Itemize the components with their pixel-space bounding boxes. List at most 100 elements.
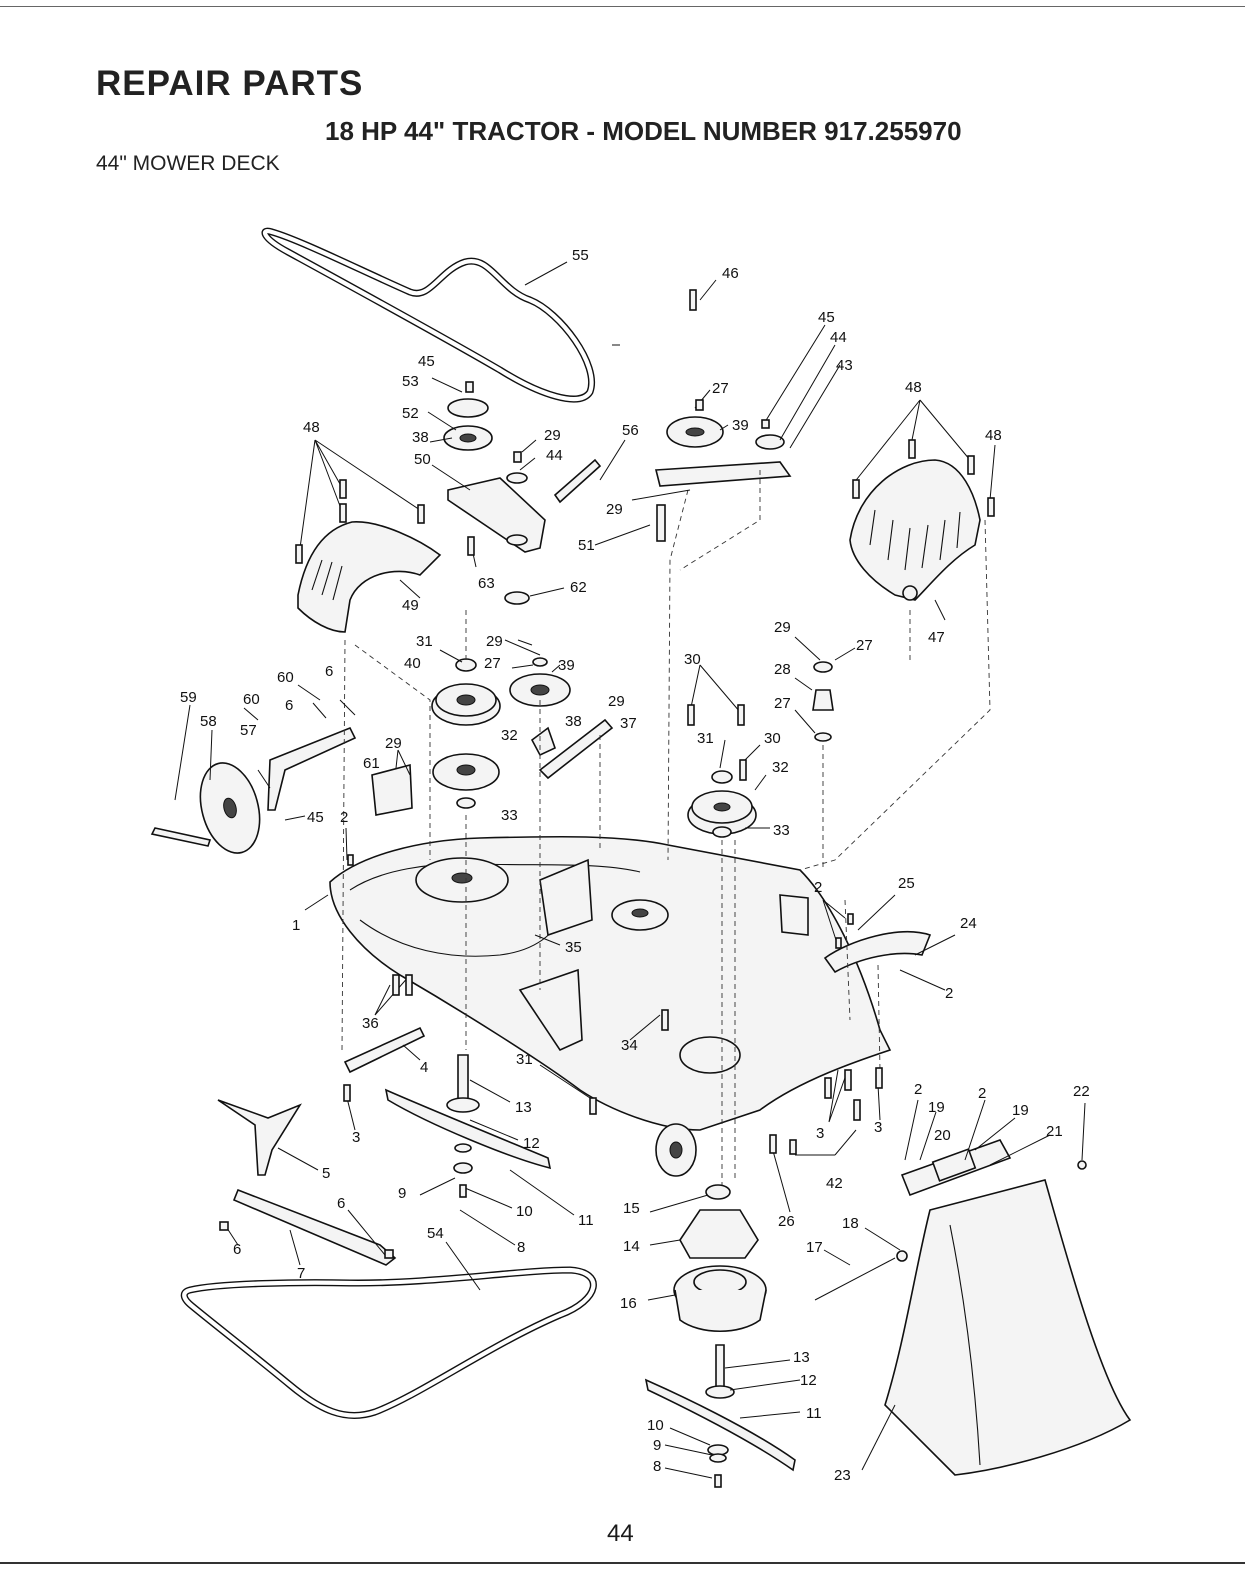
callout: 61 xyxy=(363,755,380,772)
callout: 44 xyxy=(546,447,563,464)
callout: 58 xyxy=(200,713,217,730)
callout: 6 xyxy=(285,697,293,714)
model-subtitle: 18 HP 44" TRACTOR - MODEL NUMBER 917.255… xyxy=(325,116,962,146)
callout: 14 xyxy=(623,1238,640,1255)
callout: 29 xyxy=(385,735,402,752)
callout: 3 xyxy=(874,1119,882,1136)
section-title: 44" MOWER DECK xyxy=(96,152,280,175)
callout: 33 xyxy=(501,807,518,824)
callout: 21 xyxy=(1046,1123,1063,1140)
callout: 4 xyxy=(420,1059,428,1076)
callout: 17 xyxy=(806,1239,823,1256)
callout: 19 xyxy=(1012,1102,1029,1119)
callout: 46 xyxy=(722,265,739,282)
callout: 11 xyxy=(806,1405,822,1422)
callout: 9 xyxy=(653,1437,661,1454)
callout: 26 xyxy=(778,1213,795,1230)
callout: 45 xyxy=(307,809,324,826)
callout: 2 xyxy=(914,1081,922,1098)
idler-bracket-43 xyxy=(553,416,792,542)
callout: 38 xyxy=(412,429,429,446)
callout: 37 xyxy=(620,715,637,732)
callout: 35 xyxy=(565,939,582,956)
callout: 57 xyxy=(240,722,257,739)
callout: 44 xyxy=(830,329,847,346)
callout: 49 xyxy=(402,597,419,614)
callout: 47 xyxy=(928,629,945,646)
callout: 24 xyxy=(960,915,977,932)
callout: 6 xyxy=(337,1195,345,1212)
callout: 23 xyxy=(834,1467,851,1484)
callout: 8 xyxy=(653,1458,661,1475)
callout: 2 xyxy=(340,809,348,826)
callout: 30 xyxy=(684,651,701,668)
callout: 13 xyxy=(793,1349,810,1366)
anti-scalp-wheel-assembly xyxy=(150,726,413,854)
callout-labels: 55 45 53 52 38 50 29 44 48 46 27 39 56 2… xyxy=(180,247,1090,1484)
callout: 43 xyxy=(836,357,853,374)
callout: 15 xyxy=(623,1200,640,1217)
callout: 50 xyxy=(414,451,431,468)
callout: 2 xyxy=(814,879,822,896)
callout: 16 xyxy=(620,1295,637,1312)
hardware xyxy=(219,289,995,1488)
callout: 39 xyxy=(732,417,749,434)
callout: 31 xyxy=(516,1051,533,1068)
callout: 39 xyxy=(558,657,575,674)
belt-55 xyxy=(261,227,595,403)
callout: 13 xyxy=(515,1099,532,1116)
callout: 38 xyxy=(565,713,582,730)
callout: 29 xyxy=(544,427,561,444)
callout: 32 xyxy=(501,727,518,744)
callout: 20 xyxy=(934,1127,951,1144)
callout: 52 xyxy=(402,405,419,422)
callout: 18 xyxy=(842,1215,859,1232)
top-rule xyxy=(0,6,1245,7)
callout: 33 xyxy=(773,822,790,839)
brackets-4-5-7 xyxy=(217,1026,426,1266)
callout: 42 xyxy=(826,1175,843,1192)
page-title: REPAIR PARTS xyxy=(96,64,364,103)
callout: 28 xyxy=(774,661,791,678)
callout: 6 xyxy=(325,663,333,680)
callout: 34 xyxy=(621,1037,638,1054)
callout: 19 xyxy=(928,1099,945,1116)
page-number: 44 xyxy=(607,1520,634,1547)
callout: 63 xyxy=(478,575,495,592)
callout: 29 xyxy=(606,501,623,518)
callout: 60 xyxy=(243,691,260,708)
callout: 10 xyxy=(516,1203,533,1220)
idler-arm-50 xyxy=(443,398,546,605)
callout: 45 xyxy=(418,353,435,370)
callout: 6 xyxy=(233,1241,241,1258)
callout: 54 xyxy=(427,1225,444,1242)
pulley-cover-49 xyxy=(297,521,442,633)
callout: 9 xyxy=(398,1185,406,1202)
callout: 48 xyxy=(905,379,922,396)
callout: 32 xyxy=(772,759,789,776)
callout: 29 xyxy=(608,693,625,710)
callout: 7 xyxy=(297,1265,305,1282)
discharge-chute-23 xyxy=(814,1139,1132,1476)
callout: 27 xyxy=(856,637,873,654)
callout: 59 xyxy=(180,689,197,706)
callout: 55 xyxy=(572,247,589,264)
callout: 25 xyxy=(898,875,915,892)
callout: 11 xyxy=(578,1212,594,1229)
callout: 51 xyxy=(578,537,595,554)
callout: 45 xyxy=(818,309,835,326)
callout: 2 xyxy=(978,1085,986,1102)
callout: 40 xyxy=(404,655,421,672)
callout: 5 xyxy=(322,1165,330,1182)
callout: 2 xyxy=(945,985,953,1002)
pulley-cover-47 xyxy=(849,459,981,601)
callout: 62 xyxy=(570,579,587,596)
callout: 31 xyxy=(416,633,433,650)
callout: 27 xyxy=(484,655,501,672)
callout: 48 xyxy=(303,419,320,436)
callout: 48 xyxy=(985,427,1002,444)
callout: 60 xyxy=(277,669,294,686)
bottom-rule xyxy=(0,1562,1245,1564)
leader-lines xyxy=(174,261,1086,1479)
